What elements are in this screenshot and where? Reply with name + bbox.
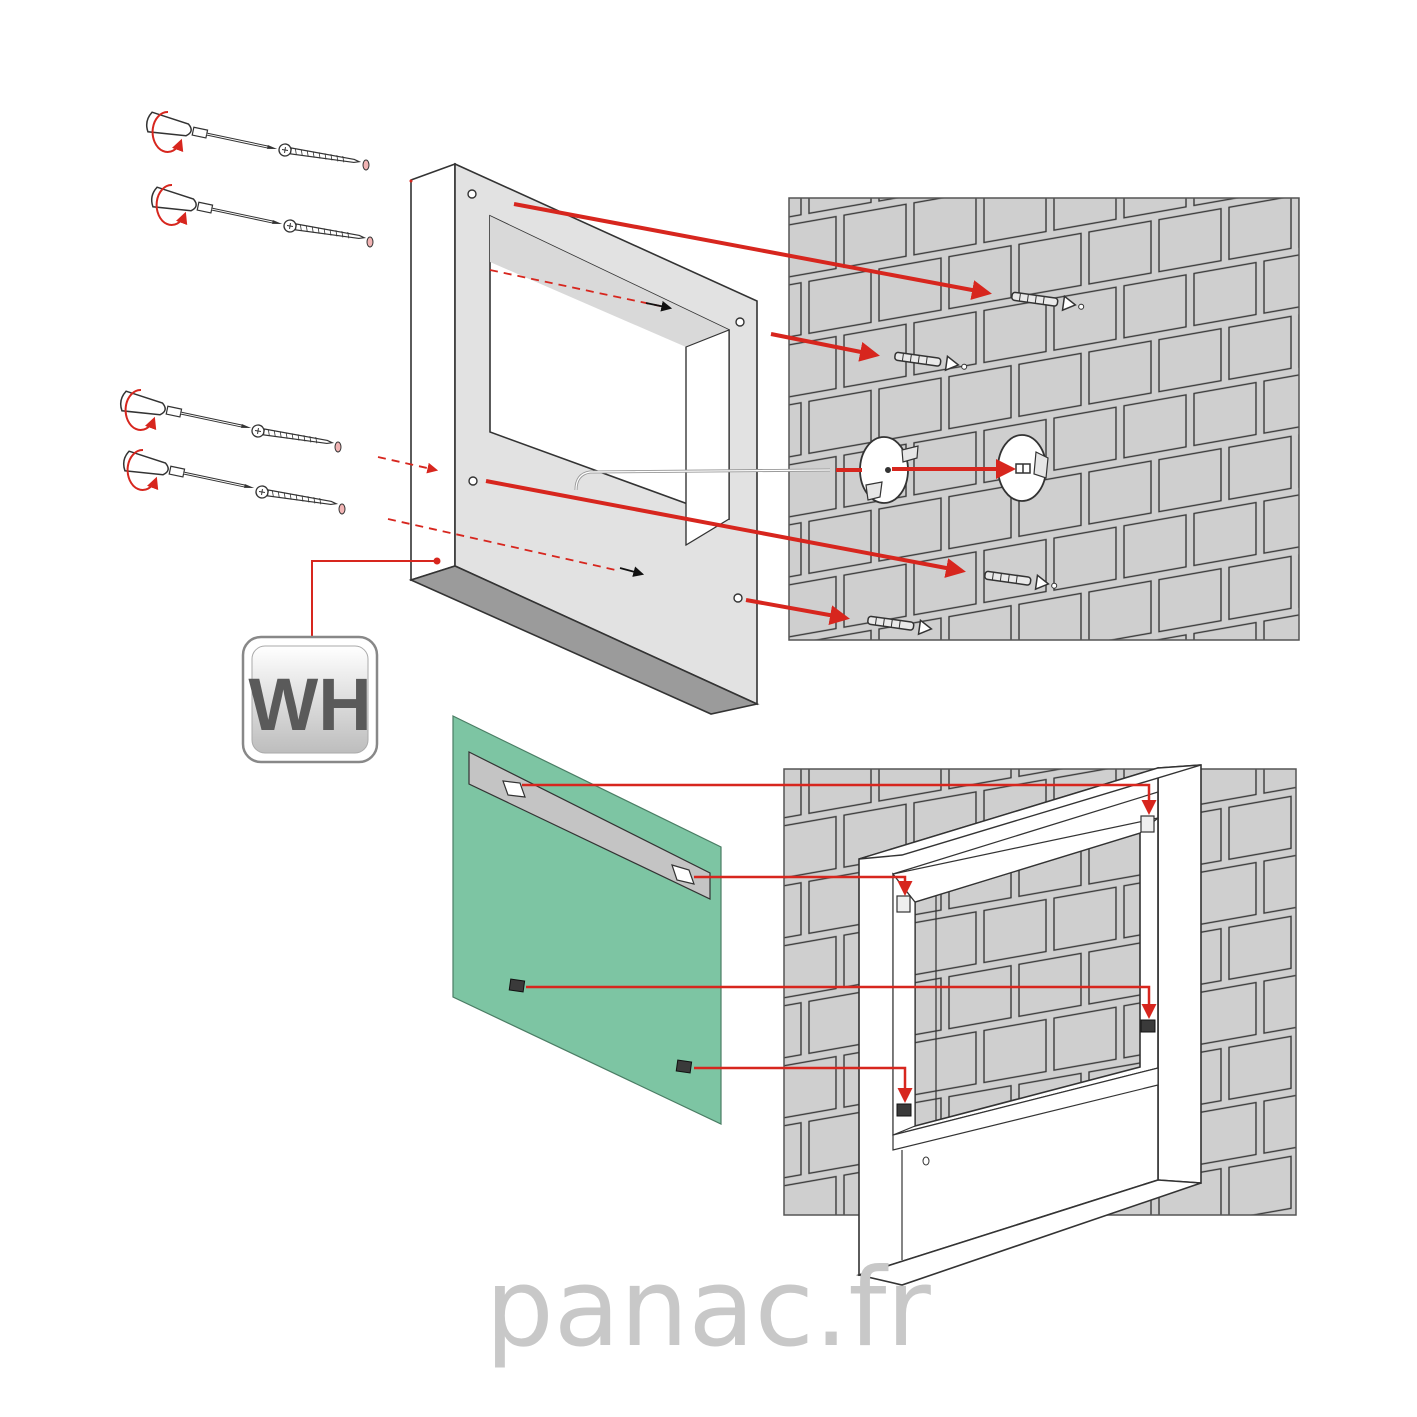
- wall-plug-icon: [984, 570, 1058, 591]
- mounted-frame: [855, 764, 1202, 1286]
- screwdriver-icon: [145, 110, 278, 153]
- watermark: panac.fr: [485, 1246, 931, 1371]
- wall-plug-icon: [894, 351, 968, 372]
- screwdriver-icon: [122, 448, 255, 491]
- wall-mount-frame: [408, 162, 831, 715]
- screw-icon: [255, 485, 346, 515]
- brick-wall-top: [788, 197, 1300, 641]
- screwdriver-icon: [150, 183, 283, 226]
- wall-plug-icon: [1011, 291, 1085, 312]
- guide-arrows-solid: [485, 202, 1016, 626]
- alignment-arrows: [522, 783, 1157, 1103]
- screw-icon: [278, 143, 370, 171]
- wall-plug-icon: [867, 615, 933, 636]
- guide-arrows-dashed: [377, 269, 673, 577]
- wh-badge: WH: [241, 635, 379, 764]
- screw-icon: [251, 424, 342, 453]
- wh-callout-line: [311, 179, 441, 636]
- wh-badge-label: WH: [248, 663, 371, 746]
- cable-box-icon: [859, 436, 919, 504]
- screw-icon: [283, 219, 374, 248]
- cable-box-icon: [997, 434, 1049, 502]
- heater-panel: [452, 715, 722, 1125]
- screwdriver-icon: [119, 388, 252, 431]
